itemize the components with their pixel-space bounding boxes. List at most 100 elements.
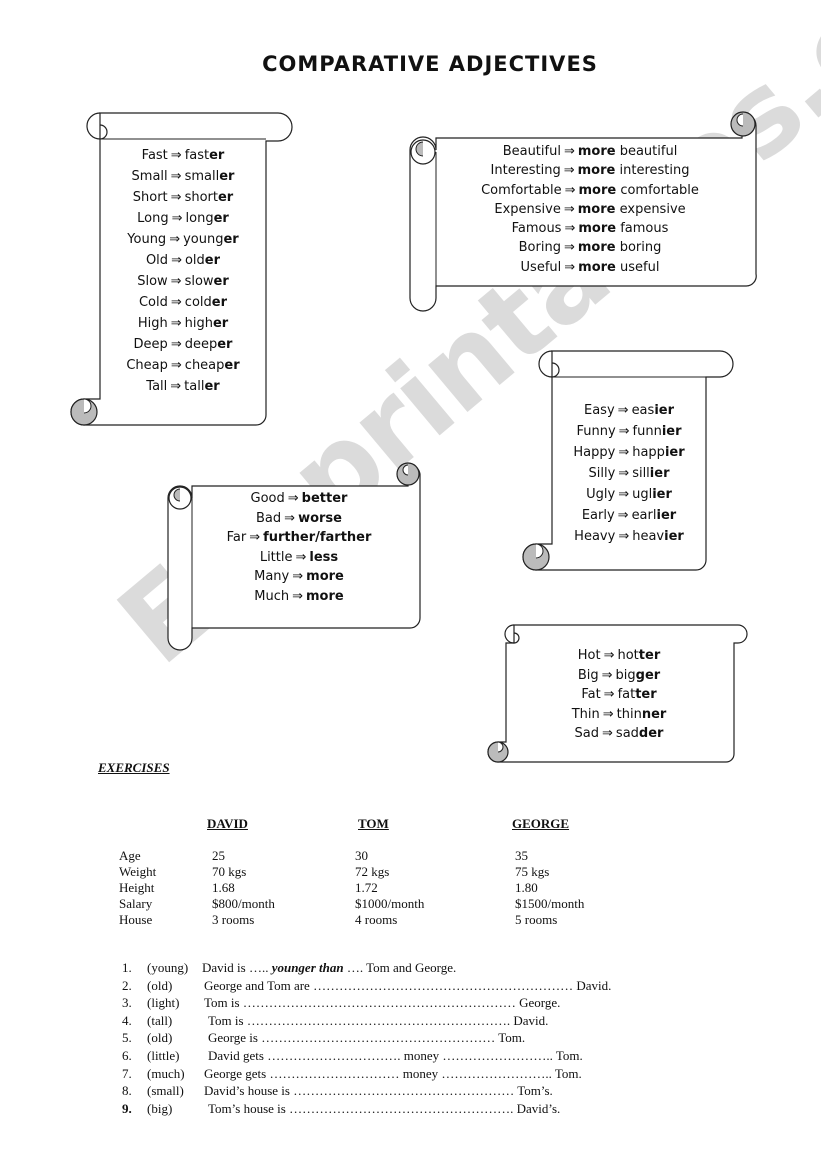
question-row: 1.(young)David is ….. younger than …. To… <box>122 960 722 977</box>
comparative-suffix: ier <box>656 508 677 523</box>
arrow-icon: ⇒ <box>169 232 181 247</box>
comparative-stem: short <box>184 190 218 205</box>
comparative-word: further/farther <box>263 530 372 546</box>
list-item: Heavy⇒heavier <box>552 526 706 547</box>
question-row: 6.(little)David gets …………………………. money …… <box>122 1048 722 1065</box>
table-cell: 35 <box>515 848 528 863</box>
comparative-suffix: ger <box>635 667 661 683</box>
sentence-start: George and Tom are …………………………………………………… … <box>204 977 612 993</box>
list-item: Comfortable⇒more comfortable <box>450 181 730 200</box>
list-item: Bad⇒worse <box>196 509 402 529</box>
base-adjective: Beautiful <box>502 144 561 159</box>
more-word: more <box>578 221 617 237</box>
sentence-start: David is ….. <box>202 960 269 975</box>
arrow-icon: ⇒ <box>601 667 613 683</box>
question-number: 6. <box>122 1048 132 1063</box>
arrow-icon: ⇒ <box>292 569 304 585</box>
arrow-icon: ⇒ <box>564 182 576 198</box>
comparative-suffix: er <box>212 316 229 331</box>
arrow-icon: ⇒ <box>603 687 615 702</box>
list-item: Slow⇒slower <box>100 271 266 292</box>
arrow-icon: ⇒ <box>171 211 183 226</box>
question-adjective: (big) <box>147 1100 173 1116</box>
arrow-icon: ⇒ <box>170 169 182 184</box>
base-adjective: Silly <box>588 466 616 481</box>
comparative-word: expensive <box>615 201 686 217</box>
row-label: Age <box>119 848 141 863</box>
comparative-suffix: er <box>211 295 227 310</box>
base-adjective: Small <box>131 169 168 184</box>
list-item: Fat⇒fatter <box>514 685 724 705</box>
list-item: Expensive⇒more expensive <box>450 200 730 219</box>
base-adjective: Young <box>127 232 167 247</box>
more-word: more <box>577 201 616 217</box>
arrow-icon: ⇒ <box>170 295 182 310</box>
table-cell: $1500/month <box>515 896 585 911</box>
comparative-suffix: er <box>217 337 233 352</box>
list-item: Boring⇒more boring <box>450 238 730 257</box>
question-row: 8.(small)David’s house is ……………………………………… <box>122 1083 722 1100</box>
table-cell: 1.72 <box>355 880 378 895</box>
arrow-icon: ⇒ <box>618 424 630 439</box>
list-item: Much⇒more <box>196 587 402 607</box>
arrow-icon: ⇒ <box>618 466 630 481</box>
list-item: Silly⇒sillier <box>552 463 706 484</box>
comparative-suffix: ier <box>652 487 672 502</box>
question-adjective: (young) <box>147 960 189 975</box>
comparative-stem: thin <box>616 706 642 722</box>
comparative-stem: funn <box>632 424 662 439</box>
base-adjective: Sad <box>574 726 600 741</box>
list-item: Big⇒bigger <box>514 666 724 686</box>
comparative-stem: fat <box>617 687 636 702</box>
question-sentence: Tom is ……………………………………………………… George. <box>204 995 560 1011</box>
comparative-stem: cold <box>184 295 212 310</box>
comparative-suffix: er <box>213 211 229 226</box>
base-adjective: Good <box>250 491 285 506</box>
comparative-suffix: er <box>204 379 220 394</box>
comparative-stem: big <box>615 667 636 683</box>
comparative-word: less <box>309 549 339 565</box>
question-number: 9. <box>122 1100 132 1116</box>
list-item: Little⇒less <box>196 548 402 568</box>
base-adjective: Little <box>259 549 293 565</box>
arrow-icon: ⇒ <box>618 445 630 460</box>
question-row: 5.(old)George is ……………………………………………… Tom. <box>122 1030 722 1047</box>
comparative-word: useful <box>615 259 660 275</box>
comparative-stem: happ <box>632 445 665 460</box>
list-item: Deep⇒deeper <box>100 334 266 355</box>
table-cell: 1.68 <box>212 880 235 895</box>
arrow-icon: ⇒ <box>563 163 575 179</box>
comparative-word: more <box>306 569 344 585</box>
base-adjective: Fast <box>141 148 168 163</box>
comparative-word: interesting <box>615 163 690 179</box>
arrow-icon: ⇒ <box>287 491 299 506</box>
base-adjective: Happy <box>573 445 616 460</box>
list-item: Cold⇒colder <box>100 292 266 313</box>
base-adjective: Funny <box>576 424 616 439</box>
base-adjective: Thin <box>571 706 600 722</box>
table-cell: 25 <box>212 848 225 863</box>
list-item: Hot⇒hotter <box>514 646 724 666</box>
sentence-start: David’s house is …………………………………………… Tom’s… <box>204 1083 553 1099</box>
sentence-start: Tom is ……………………………………………………. David. <box>208 1012 549 1028</box>
arrow-icon: ⇒ <box>170 274 182 289</box>
base-adjective: Old <box>145 253 169 268</box>
list-item: Far⇒further/farther <box>196 528 402 548</box>
arrow-icon: ⇒ <box>292 588 304 604</box>
base-adjective: Fat <box>581 687 601 702</box>
table-cell: 30 <box>355 848 368 863</box>
arrow-icon: ⇒ <box>563 240 575 256</box>
more-word: more <box>578 182 617 198</box>
comparative-suffix: ier <box>649 466 670 481</box>
list-item: High⇒higher <box>100 313 266 334</box>
question-number: 8. <box>122 1083 132 1099</box>
base-adjective: Expensive <box>494 201 561 217</box>
table-cell: 5 rooms <box>515 912 558 927</box>
comparative-suffix: ter <box>635 687 657 702</box>
example-answer: younger than <box>268 960 347 975</box>
